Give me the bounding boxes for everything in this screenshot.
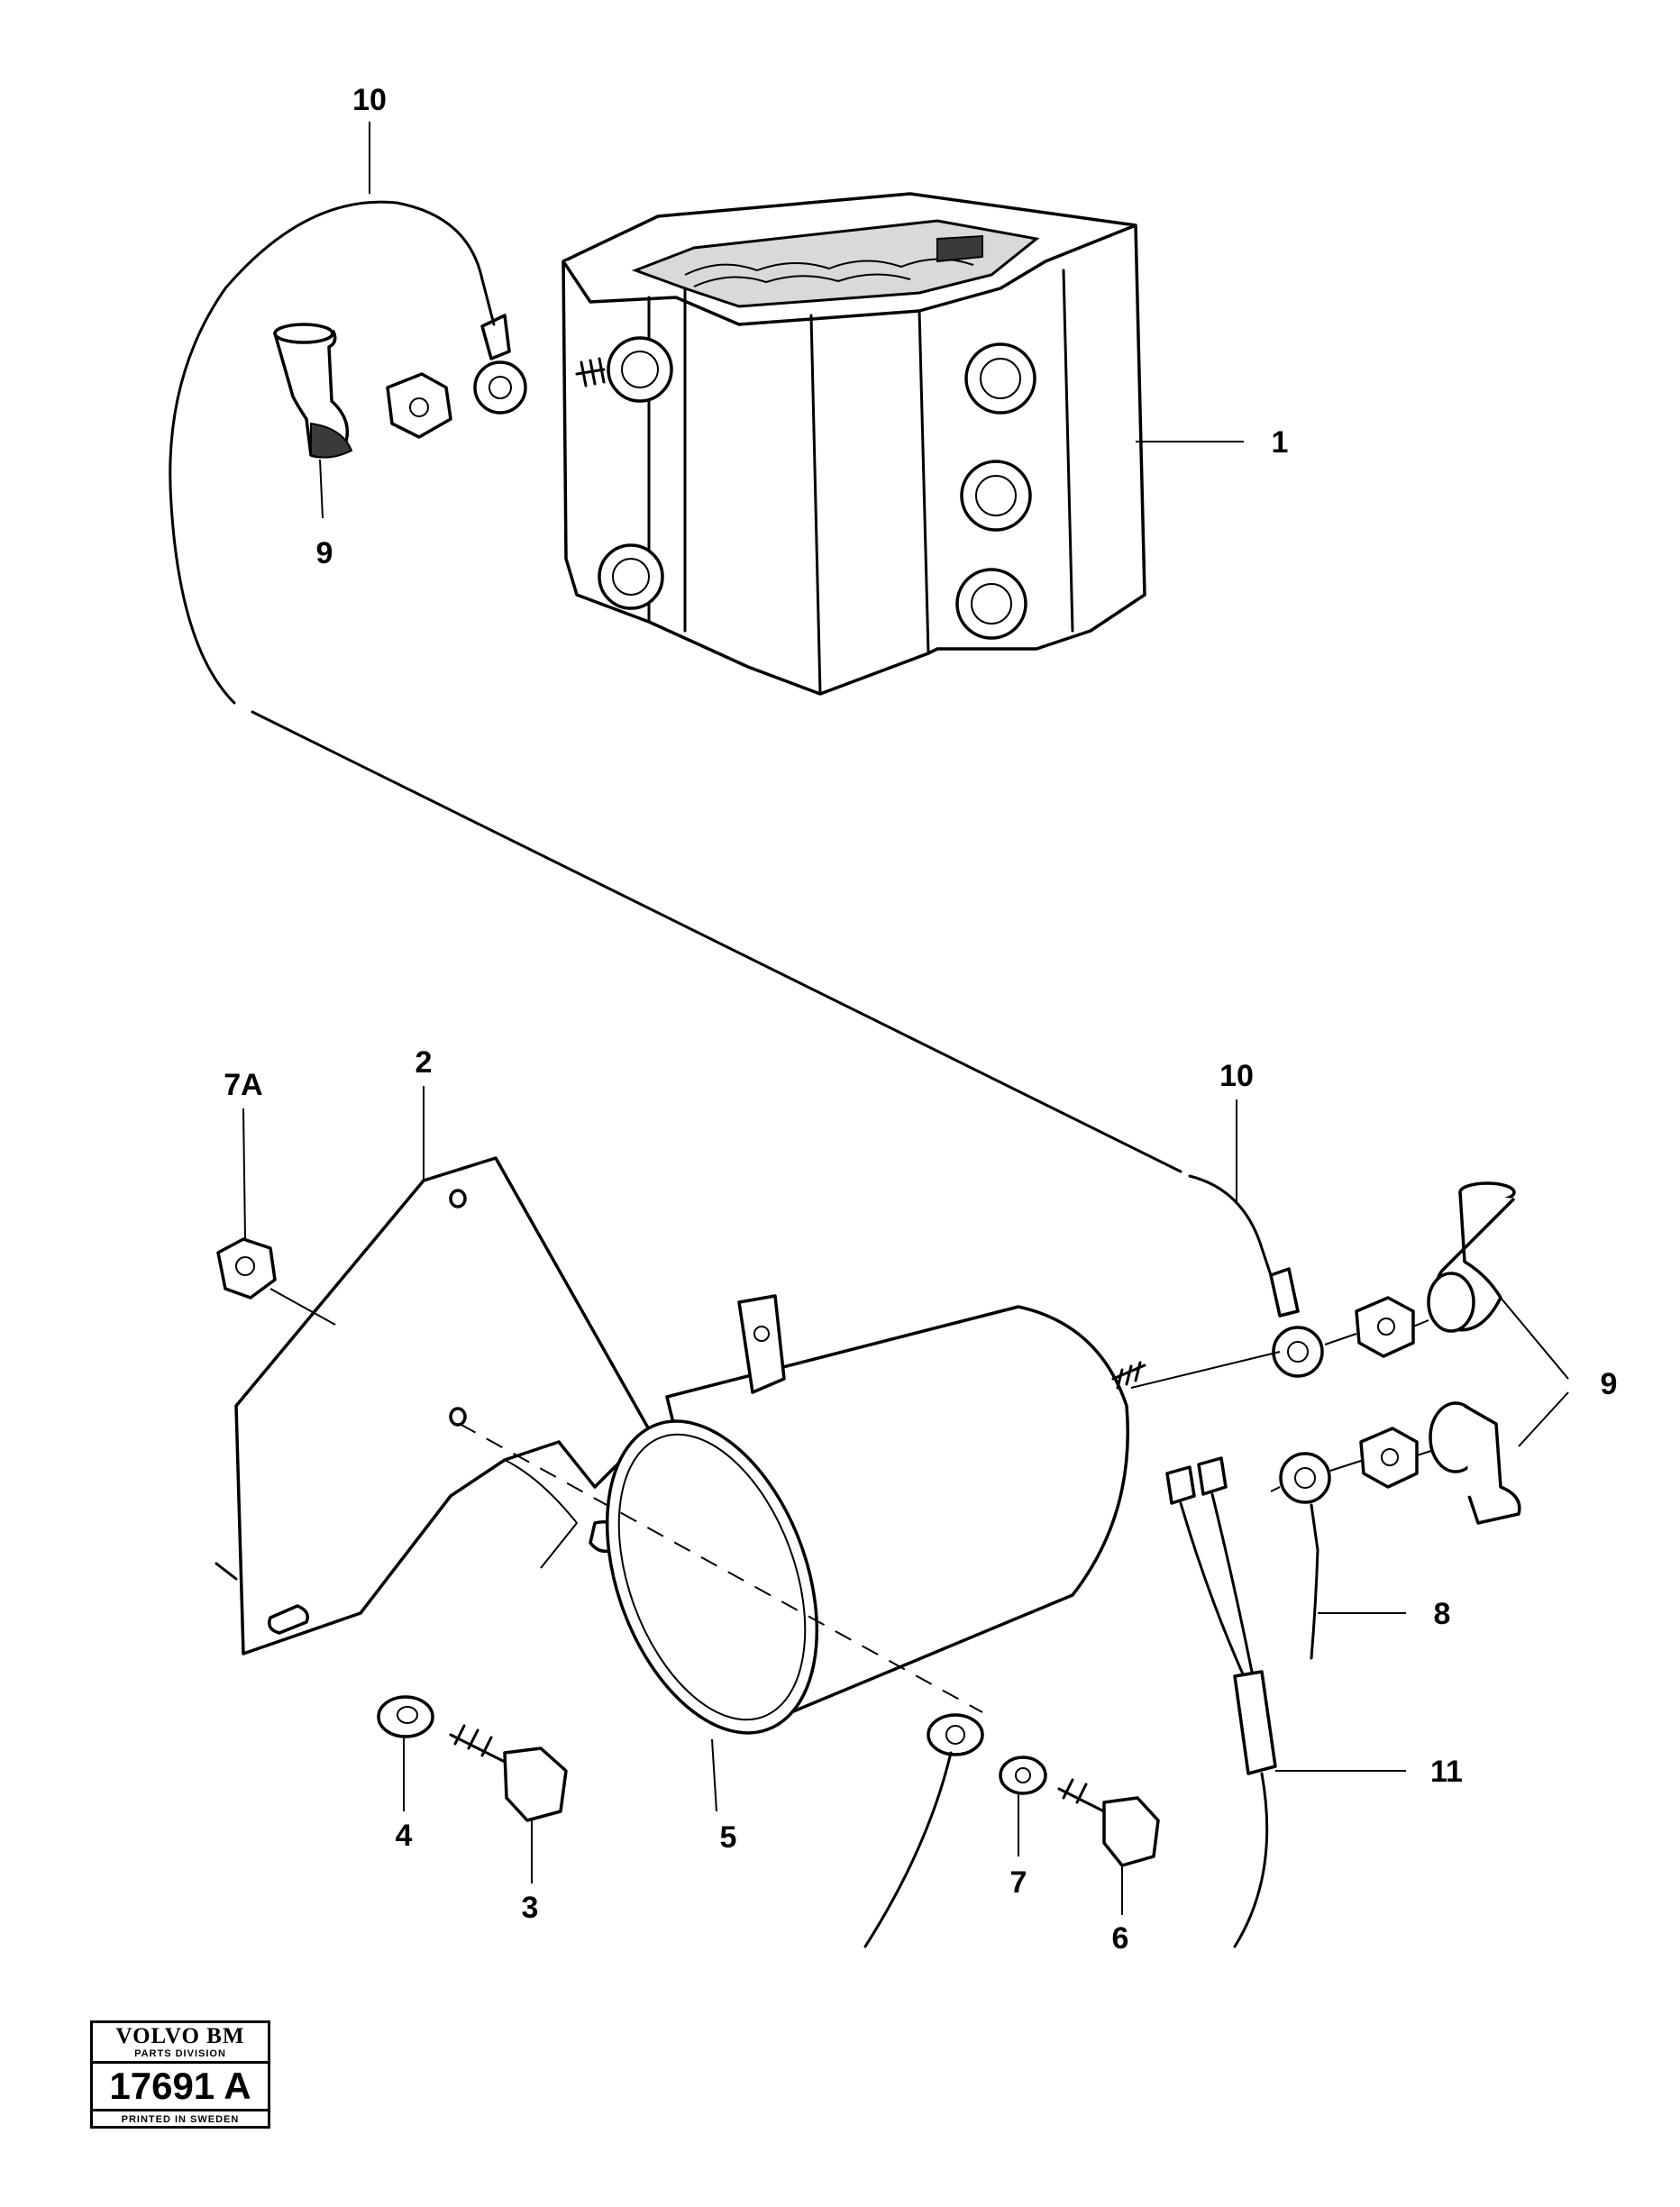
- callout-2: 2: [415, 1045, 433, 1080]
- leader-lines: [242, 122, 1569, 1915]
- nut-top: [386, 372, 452, 439]
- bolt-head-icon: [960, 460, 1032, 532]
- mounting-bracket: [215, 1156, 655, 1655]
- nut-7a: [216, 1237, 277, 1300]
- parts-division-stamp: VOLVO BM PARTS DIVISION 17691 A PRINTED …: [90, 2020, 270, 2129]
- ground-cable: [863, 1713, 984, 1948]
- terminal-boot-right-upper: [1427, 1181, 1516, 1333]
- nut-right-lower: [1359, 1427, 1419, 1489]
- heater-block: [562, 192, 1146, 696]
- cable-eye-top: [473, 314, 527, 415]
- cable-eye-right-lower: [1279, 1452, 1331, 1660]
- callout-6: 6: [1112, 1921, 1129, 1956]
- callout-10-top: 10: [352, 83, 387, 117]
- stamp-number: 17691 A: [93, 2064, 268, 2111]
- callout-3: 3: [522, 1891, 539, 1925]
- callout-4: 4: [396, 1819, 413, 1853]
- cable-10: [1188, 1174, 1273, 1277]
- bolt-head-icon: [598, 543, 664, 610]
- terminal-boot-top: [273, 323, 353, 459]
- bolt-head-icon: [964, 342, 1036, 415]
- stamp-division: PARTS DIVISION: [93, 2048, 268, 2064]
- stamp-printed: PRINTED IN SWEDEN: [121, 2114, 240, 2125]
- cable-10: [169, 200, 496, 705]
- callout-7: 7: [1010, 1865, 1027, 1900]
- stamp-brand: VOLVO BM: [115, 2024, 245, 2048]
- callout-10-right: 10: [1219, 1059, 1254, 1093]
- callout-7a: 7A: [224, 1068, 262, 1102]
- bolt-head-icon: [955, 568, 1027, 640]
- lock-washer-7: [999, 1756, 1047, 1795]
- nut-right-upper: [1355, 1296, 1415, 1358]
- callout-5: 5: [720, 1820, 737, 1855]
- cable-eye-right-upper: [1269, 1267, 1324, 1378]
- callout-8: 8: [1434, 1597, 1451, 1631]
- callout-11: 11: [1430, 1755, 1463, 1789]
- callout-1: 1: [1272, 425, 1289, 460]
- solenoid-cylinder: [605, 1294, 1146, 1735]
- callout-9-right: 9: [1601, 1367, 1618, 1401]
- bolt-3: [449, 1724, 568, 1822]
- bolt-head-icon: [607, 336, 673, 403]
- bolt-6: [1057, 1778, 1160, 1867]
- washer-4: [377, 1695, 434, 1738]
- callout-9-top: 9: [316, 536, 333, 570]
- terminal-boot-right-lower: [1429, 1401, 1521, 1525]
- cable-splice-11: [1165, 1456, 1277, 1948]
